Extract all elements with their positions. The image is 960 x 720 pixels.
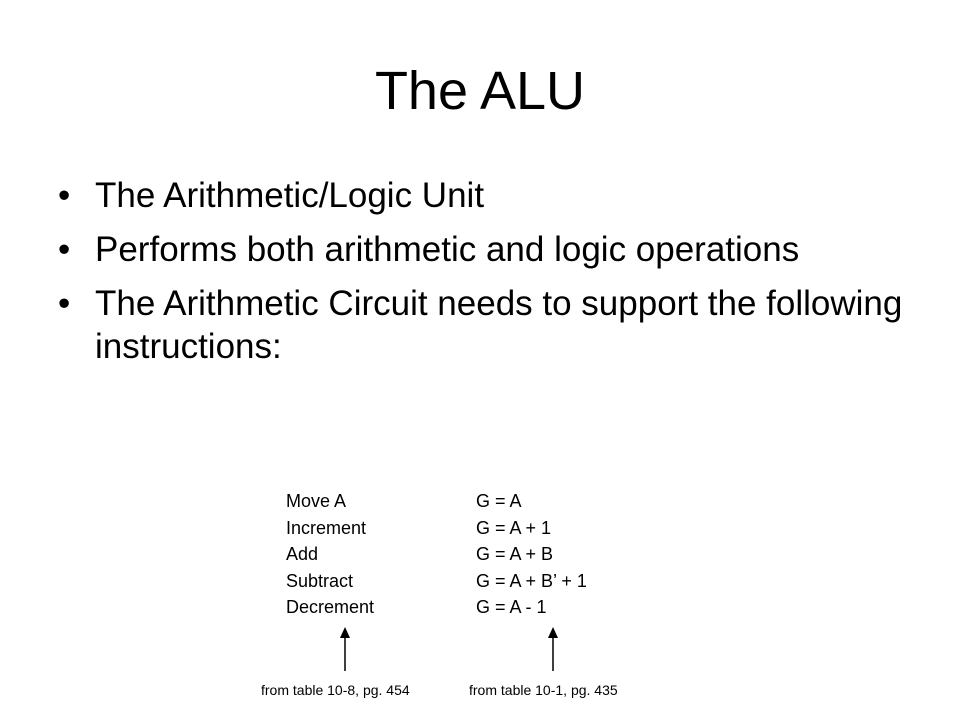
arrow-up-icon <box>340 627 350 671</box>
bullet-marker: • <box>58 284 71 323</box>
instruction-row: Add G = A + B <box>286 541 676 568</box>
instruction-name: Decrement <box>286 597 375 617</box>
bullet-text: The Arithmetic Circuit needs to support … <box>95 284 903 366</box>
instruction-expression: G = A - 1 <box>476 597 547 617</box>
instruction-name: Increment <box>286 517 367 538</box>
instruction-expression: G = A + B <box>476 544 554 564</box>
instruction-name: Subtract <box>286 570 354 591</box>
bullet-list: • The Arithmetic/Logic Unit • Performs b… <box>58 174 918 379</box>
instruction-expression: G = A + B’ + 1 <box>476 570 587 591</box>
source-note-expression-column: from table 10-1, pg. 435 <box>469 682 618 698</box>
instruction-name: Add <box>286 544 319 564</box>
bullet-text: Performs both arithmetic and logic opera… <box>95 230 800 269</box>
bullet-item: • Performs both arithmetic and logic ope… <box>58 228 918 271</box>
bullet-item: • The Arithmetic Circuit needs to suppor… <box>58 282 918 368</box>
instruction-name: Move A <box>286 491 347 511</box>
source-note-name-column: from table 10-8, pg. 454 <box>261 682 410 698</box>
instruction-row: Decrement G = A - 1 <box>286 594 676 621</box>
instruction-expression: G = A + 1 <box>476 517 552 538</box>
bullet-marker: • <box>58 230 71 269</box>
instruction-row: Subtract G = A + B’ + 1 <box>286 568 676 595</box>
bullet-marker: • <box>58 176 71 215</box>
instruction-row: Increment G = A + 1 <box>286 515 676 542</box>
instruction-expression: G = A <box>476 491 522 511</box>
bullet-text: The Arithmetic/Logic Unit <box>95 176 485 215</box>
instruction-row: Move A G = A <box>286 488 676 515</box>
instruction-table: Move A G = A Increment G = A + 1 Add G =… <box>286 488 676 621</box>
slide-title: The ALU <box>374 61 586 121</box>
arrow-up-icon <box>548 627 558 671</box>
bullet-item: • The Arithmetic/Logic Unit <box>58 174 918 217</box>
